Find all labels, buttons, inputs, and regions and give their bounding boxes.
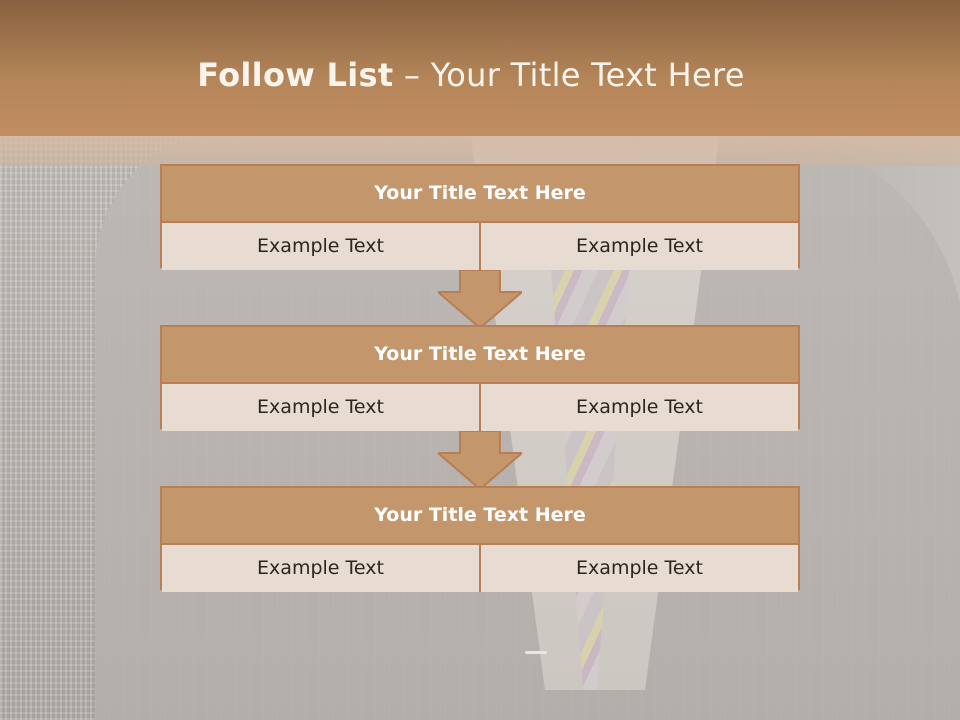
header-strip (0, 136, 960, 166)
step-title: Your Title Text Here (162, 166, 798, 223)
step-title: Your Title Text Here (162, 488, 798, 545)
step-row: Example Text Example Text (162, 545, 798, 592)
down-arrow-icon (438, 431, 522, 491)
step-cell-left: Example Text (162, 545, 479, 592)
step-row: Example Text Example Text (162, 223, 798, 270)
step-title: Your Title Text Here (162, 327, 798, 384)
step-box-2: Your Title Text Here Example Text Exampl… (160, 325, 800, 431)
down-arrow-icon (438, 270, 522, 330)
step-cell-left: Example Text (162, 384, 479, 431)
step-box-3: Your Title Text Here Example Text Exampl… (160, 486, 800, 592)
step-box-1: Your Title Text Here Example Text Exampl… (160, 164, 800, 270)
lapel-pin-image (525, 651, 547, 654)
step-cell-right: Example Text (479, 545, 798, 592)
header-band (0, 0, 960, 136)
slide-title-rest: – Your Title Text Here (393, 56, 745, 94)
step-cell-left: Example Text (162, 223, 479, 270)
step-cell-right: Example Text (479, 384, 798, 431)
slide-title: Follow List – Your Title Text Here (0, 56, 942, 94)
step-row: Example Text Example Text (162, 384, 798, 431)
step-cell-right: Example Text (479, 223, 798, 270)
slide-title-bold: Follow List (197, 56, 394, 94)
